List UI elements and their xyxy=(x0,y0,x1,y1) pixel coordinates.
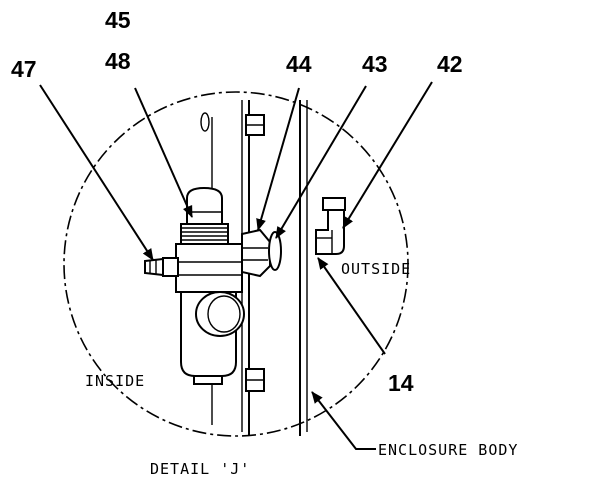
callout-42: 42 xyxy=(437,51,463,77)
callout-43: 43 xyxy=(362,51,388,77)
callout-48: 48 xyxy=(105,48,131,74)
label-enclosure-body: ENCLOSURE BODY xyxy=(378,441,518,459)
label-detail-j: DETAIL 'J' xyxy=(150,460,250,478)
elbow-fitting xyxy=(315,197,346,255)
callout-44: 44 xyxy=(286,51,312,77)
leader-lines xyxy=(39,81,433,450)
callout-47: 47 xyxy=(11,56,37,82)
filter-regulator-assembly xyxy=(144,186,282,385)
label-inside: INSIDE xyxy=(85,372,145,390)
label-outside: OUTSIDE xyxy=(341,260,411,278)
callout-14: 14 xyxy=(388,370,414,396)
callout-45: 45 xyxy=(105,7,131,33)
detail-boundary-circle xyxy=(63,91,409,437)
